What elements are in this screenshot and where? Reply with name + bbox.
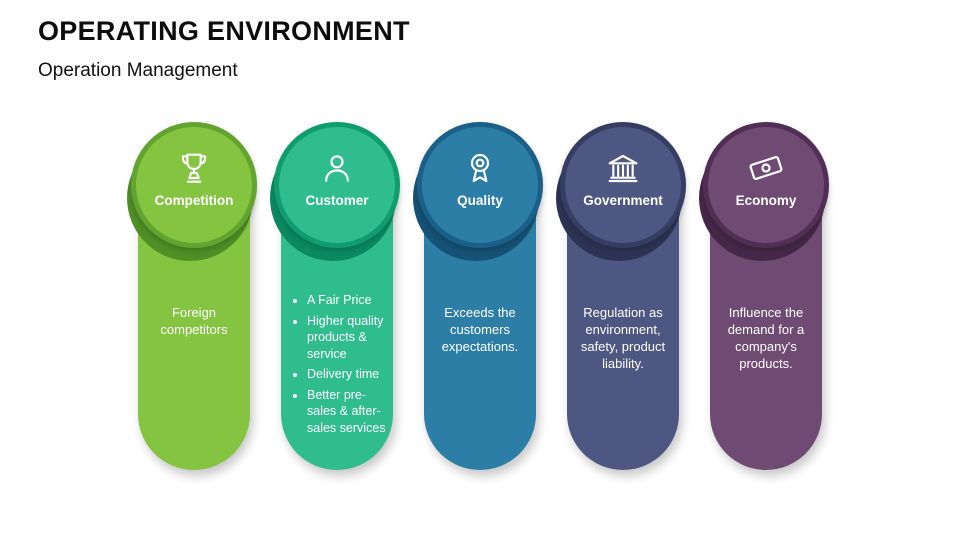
customer-bullet: Delivery time (307, 366, 387, 383)
award-ribbon-icon (459, 147, 501, 189)
customer-bullet: Higher quality products & service (307, 313, 387, 363)
government-label: Government (583, 193, 663, 208)
column-competition: Foreign competitors Competition (127, 122, 257, 470)
slide-title: OPERATING ENVIRONMENT (38, 16, 410, 46)
quality-label: Quality (457, 193, 503, 208)
competition-label: Competition (154, 193, 234, 208)
economy-label: Economy (735, 193, 797, 208)
person-icon (316, 147, 358, 189)
customer-circle: Customer (274, 122, 400, 248)
economy-body-text: Influence the demand for a company's pro… (727, 305, 805, 372)
column-economy: Influence the demand for a company's pro… (699, 122, 829, 470)
government-body-text: Regulation as environment, safety, produ… (580, 305, 666, 372)
competition-body-text: Foreign competitors (160, 305, 228, 338)
column-quality: Exceeds the customers expectations. Qual… (413, 122, 543, 470)
customer-bullet-list: A Fair Price Higher quality products & s… (281, 136, 393, 436)
economy-circle: Economy (703, 122, 829, 248)
column-customer: A Fair Price Higher quality products & s… (270, 122, 400, 470)
customer-pill: A Fair Price Higher quality products & s… (281, 136, 393, 470)
bank-icon (602, 147, 644, 189)
column-government: Regulation as environment, safety, produ… (556, 122, 686, 470)
columns: Foreign competitors Competition (0, 122, 960, 470)
customer-label: Customer (305, 193, 369, 208)
quality-body-text: Exceeds the customers expectations. (441, 305, 519, 355)
money-icon (745, 147, 787, 189)
government-circle: Government (560, 122, 686, 248)
quality-circle: Quality (417, 122, 543, 248)
customer-bullet: A Fair Price (307, 292, 387, 309)
slide-subtitle: Operation Management (38, 60, 238, 81)
customer-bullet: Better pre-sales & after-sales services (307, 387, 387, 437)
trophy-icon (173, 147, 215, 189)
competition-circle: Competition (131, 122, 257, 248)
